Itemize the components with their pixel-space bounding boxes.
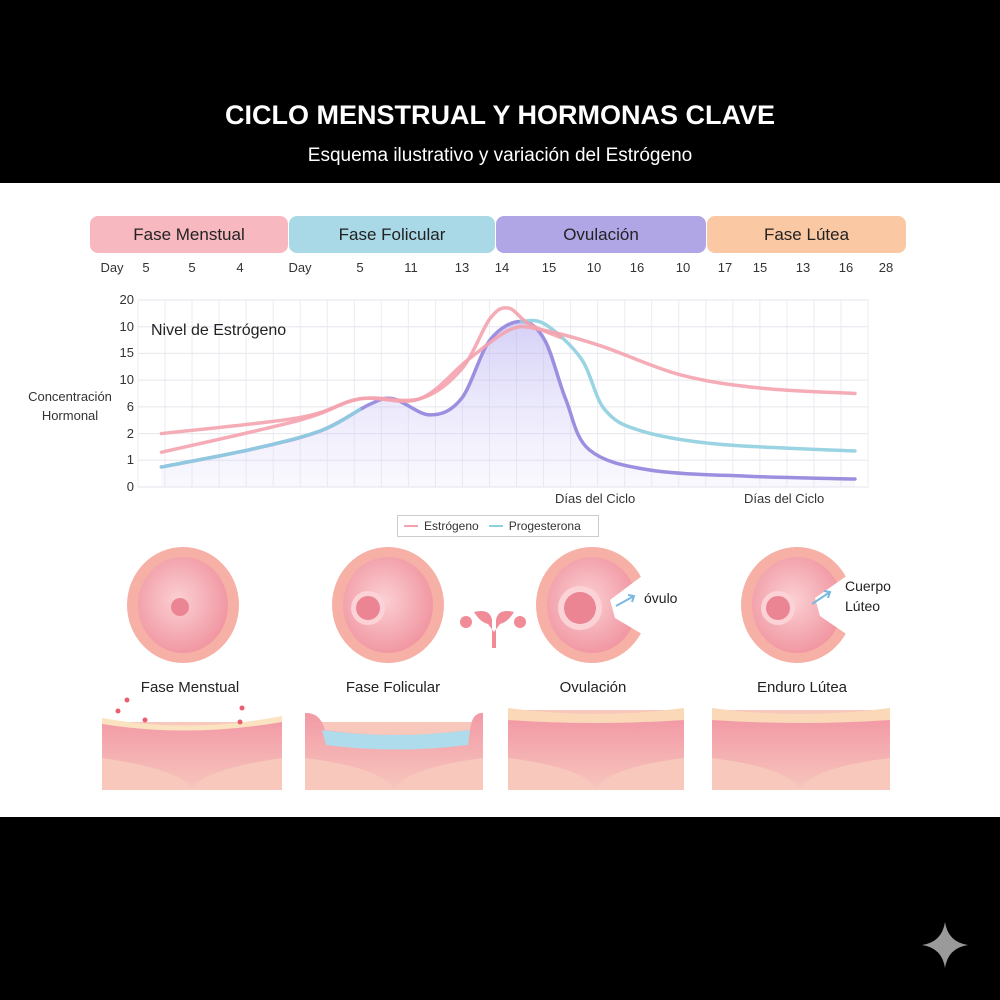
- day-label: 28: [878, 260, 894, 275]
- caption-menstrual: Fase Menstual: [140, 679, 240, 696]
- day-label: Day: [288, 260, 312, 275]
- legend-swatch-estrogen: [404, 525, 418, 527]
- legend-label-estrogen: Estrógeno: [424, 519, 479, 533]
- phase-label: Fase Lútea: [763, 224, 850, 244]
- phase-ovulation: Ovulación: [496, 216, 706, 253]
- chart-legend: Estrógeno Progesterona: [397, 515, 599, 537]
- day-label: 16: [629, 260, 645, 275]
- phase-label: Fase Folicular: [338, 224, 446, 244]
- phase-menstrual: Fase Menstual: [90, 216, 288, 253]
- day-label: 10: [675, 260, 691, 275]
- y-tick-label: 10: [119, 318, 134, 334]
- illustrations: [102, 547, 890, 790]
- day-label: 15: [541, 260, 557, 275]
- ovary-menstrual-icon: [127, 547, 239, 663]
- day-label: 16: [838, 260, 854, 275]
- chart-title: Nivel de Estrógeno: [151, 322, 287, 339]
- sparkle-icon: [922, 922, 968, 968]
- day-label: 5: [142, 260, 150, 275]
- day-label: 4: [236, 260, 244, 275]
- y-tick-label: 20: [119, 292, 134, 307]
- day-label: 13: [454, 260, 470, 275]
- endometrium-luteal-icon: [712, 708, 890, 790]
- phase-label: Fase Menstual: [133, 224, 245, 244]
- y-tick-label: 6: [126, 398, 134, 414]
- endometrium-menstrual-icon: [102, 697, 282, 790]
- day-label: 14: [494, 260, 510, 275]
- legend-swatch-progesterone: [488, 525, 503, 527]
- day-label: 17: [717, 260, 733, 275]
- legend-label-progesterone: Progesterona: [508, 519, 581, 533]
- caption-luteal: Enduro Lútea: [756, 679, 848, 696]
- estrogen-area-fill: [161, 321, 855, 487]
- ovary-ovulation-icon: [536, 547, 652, 663]
- day-label: 11: [404, 260, 418, 275]
- ovary-luteal-icon: [741, 547, 858, 663]
- phase-luteal: Fase Lútea: [707, 216, 906, 253]
- y-tick-label: 10: [119, 372, 134, 388]
- uterus-icon: [460, 611, 526, 648]
- day-label: 5: [188, 260, 196, 275]
- page-title: CICLO MENSTRUAL Y HORMONAS CLAVE: [224, 100, 776, 130]
- corpus-luteum-label-2: Lúteo: [845, 598, 881, 614]
- caption-ovulation: Ovulación: [559, 679, 627, 696]
- phase-label: Ovulación: [563, 224, 639, 244]
- caption-follicular: Fase Folicular: [345, 679, 441, 696]
- endometrium-ovulation-icon: [508, 708, 684, 790]
- endometrium-follicular-icon: [305, 712, 483, 790]
- phase-follicular: Fase Folicular: [289, 216, 495, 253]
- day-label: 13: [795, 260, 811, 275]
- corpus-luteum-label-1: Cuerpo: [845, 578, 891, 594]
- series-line-progesterone: [519, 318, 857, 453]
- y-tick-label: 15: [119, 345, 134, 361]
- ovary-follicular-icon: [332, 547, 444, 663]
- series-line-progesterone: [159, 407, 362, 469]
- ovum-label: óvulo: [644, 590, 678, 606]
- day-label: 10: [586, 260, 602, 275]
- hormone-chart: [137, 299, 869, 488]
- y-tick-label: 0: [126, 479, 134, 494]
- page-subtitle: Esquema ilustrativo y variación del Estr…: [307, 145, 693, 166]
- x-axis-label: Días del Ciclo: [555, 491, 636, 506]
- series-line-estrogen: [159, 306, 563, 455]
- y-tick-label: 1: [126, 452, 134, 468]
- day-label: 15: [752, 260, 768, 275]
- day-label: Day: [100, 260, 124, 275]
- day-label: 5: [356, 260, 364, 275]
- x-axis-label: Días del Ciclo: [744, 491, 825, 506]
- y-tick-label: 2: [126, 425, 134, 441]
- y-axis-label: Concentración Hormonal: [28, 389, 112, 423]
